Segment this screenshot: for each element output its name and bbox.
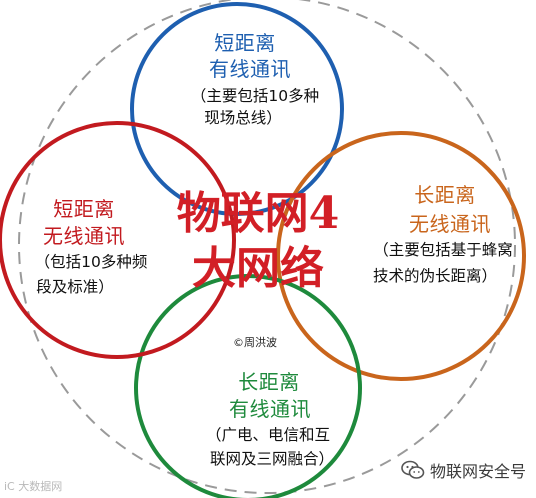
right-circle-note-2: 技术的伪长距离） bbox=[372, 267, 498, 285]
center-title-line-2: 大网络 bbox=[192, 243, 324, 294]
right-circle-orange bbox=[276, 131, 526, 381]
right-circle-title-2: 无线通讯 bbox=[409, 212, 491, 236]
left-circle-note-2: 段及标准） bbox=[36, 278, 114, 296]
author-credit: ©周洪波 bbox=[233, 336, 277, 349]
top-circle-title-1: 短距离 bbox=[214, 31, 276, 55]
right-circle-title-1: 长距离 bbox=[414, 183, 476, 207]
top-circle-blue bbox=[130, 2, 344, 216]
top-circle-title-2: 有线通讯 bbox=[209, 57, 291, 81]
left-circle-title-1: 短距离 bbox=[53, 197, 115, 221]
source-watermark: iC 大数据网 bbox=[4, 480, 63, 493]
bottom-circle-green bbox=[134, 274, 362, 498]
bottom-circle-title-2: 有线通讯 bbox=[229, 397, 311, 421]
account-watermark-label: 物联网安全号 bbox=[429, 462, 526, 481]
account-watermark: 物联网安全号 bbox=[401, 458, 526, 482]
top-circle-note-2: 现场总线） bbox=[204, 109, 282, 127]
bottom-circle-note-1: （广电、电信和互 bbox=[205, 426, 331, 444]
right-circle-note-1: （主要包括基于蜂窝 bbox=[373, 241, 513, 259]
left-circle-note-1: （包括10多种频 bbox=[34, 253, 148, 271]
bottom-circle-note-2: 联网及三网融合） bbox=[209, 450, 335, 468]
left-circle-title-2: 无线通讯 bbox=[43, 224, 125, 248]
left-circle-red bbox=[0, 121, 236, 359]
bottom-circle-title-1: 长距离 bbox=[238, 370, 300, 394]
wechat-icon bbox=[401, 460, 425, 480]
center-title-line-1: 物联网4 bbox=[176, 188, 340, 239]
top-circle-note-1: （主要包括10多种 bbox=[190, 87, 320, 105]
outer-dashed-ring bbox=[18, 0, 516, 494]
